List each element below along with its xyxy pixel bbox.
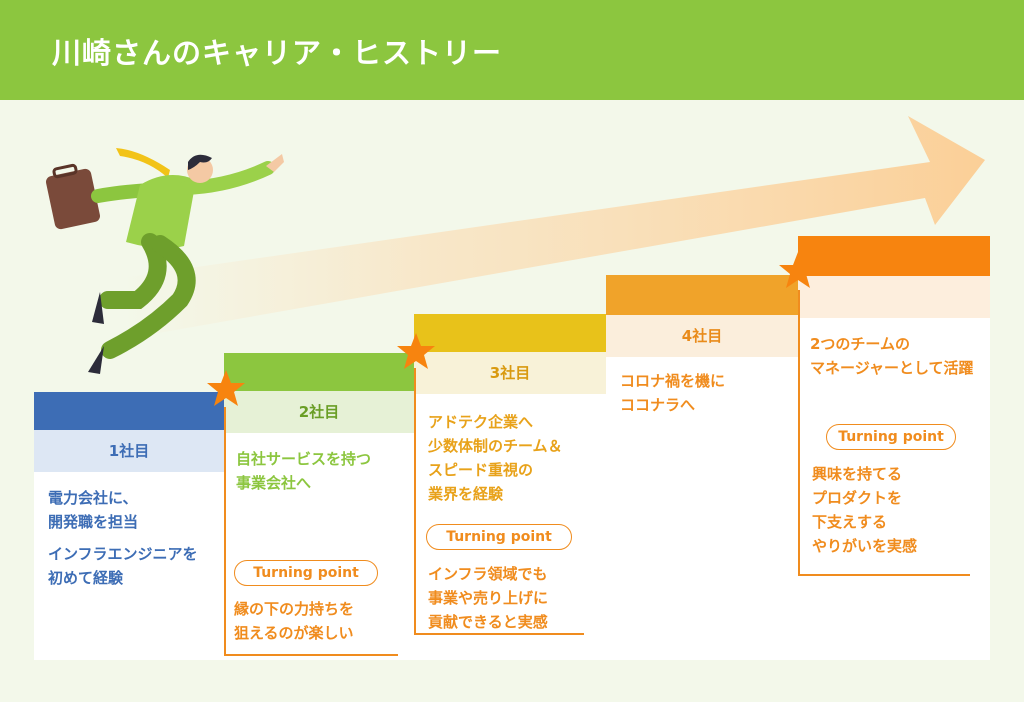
businessman-illustration xyxy=(46,148,284,374)
step-3-turning-line-2: 事業や売り上げに xyxy=(428,589,549,607)
step-4-line-1: コロナ禍を機に xyxy=(620,372,726,390)
step-2-line-2: 事業会社へ xyxy=(236,474,312,492)
step-5-line-1: 2つのチームの xyxy=(810,335,910,353)
step-1-extra-line-1: インフラエンジニアを xyxy=(48,545,198,563)
step-5-turning-point-badge: Turning point xyxy=(826,424,956,450)
step-5-turning-line-4: やりがいを実感 xyxy=(812,537,918,555)
turning-point-star-icon xyxy=(207,370,245,406)
step-3-turning-bracket xyxy=(414,368,416,634)
page-title: 川崎さんのキャリア・ヒストリー xyxy=(52,36,503,70)
step-3-line-1: アドテク企業へ xyxy=(428,413,534,431)
step-4-color-band xyxy=(606,275,798,315)
step-5-label-band xyxy=(798,276,990,318)
step-1-label: 1社目 xyxy=(34,430,224,472)
step-3-turning-point-badge: Turning point xyxy=(426,524,572,550)
step-5-card: 2つのチームの マネージャーとして活躍 Turning point 興味を持てる… xyxy=(798,236,990,660)
step-3-label: 3社目 xyxy=(414,352,606,394)
growth-arrow xyxy=(120,116,985,338)
step-4-label: 4社目 xyxy=(606,315,798,357)
turning-point-star-icon xyxy=(397,333,435,369)
step-1-color-band xyxy=(34,392,224,430)
step-1-line-1: 電力会社に、 xyxy=(48,489,138,507)
step-4-line-2: ココナラへ xyxy=(620,396,696,414)
turning-point-star-icon xyxy=(779,252,817,288)
step-3-turning-underline xyxy=(414,633,584,635)
step-2-line-1: 自社サービスを持つ xyxy=(236,450,372,468)
step-5-turning-line-2: プロダクトを xyxy=(812,489,903,507)
step-2-turning-bracket xyxy=(224,407,226,655)
step-3-line-2: 少数体制のチーム＆ xyxy=(428,437,563,455)
step-2-card: 2社目 自社サービスを持つ 事業会社へ Turning point 縁の下の力持… xyxy=(224,353,414,660)
step-3-line-4: 業界を経験 xyxy=(428,485,504,503)
step-1-card: 1社目 電力会社に、 開発職を担当 インフラエンジニアを 初めて経験 xyxy=(34,392,224,660)
step-5-turning-line-3: 下支えする xyxy=(812,513,888,531)
step-2-turning-underline xyxy=(224,654,398,656)
step-2-label: 2社目 xyxy=(224,391,414,433)
step-1-line-2: 開発職を担当 xyxy=(48,513,139,531)
step-3-turning-line-3: 貢献できると実感 xyxy=(428,613,548,631)
step-2-turning-point-badge: Turning point xyxy=(234,560,378,586)
step-2-color-band xyxy=(224,353,414,391)
step-3-turning-line-1: インフラ領域でも xyxy=(428,565,548,583)
header-bar: 川崎さんのキャリア・ヒストリー xyxy=(0,0,1024,100)
step-5-turning-bracket xyxy=(798,290,800,576)
step-3-color-band xyxy=(414,314,606,352)
step-5-turning-underline xyxy=(798,574,970,576)
step-5-turning-line-1: 興味を持てる xyxy=(812,465,903,483)
step-4-card: 4社目 コロナ禍を機に ココナラへ xyxy=(606,275,798,660)
step-5-line-2: マネージャーとして活躍 xyxy=(810,359,974,377)
step-2-turning-line-1: 縁の下の力持ちを xyxy=(234,600,355,618)
step-3-line-3: スピード重視の xyxy=(428,461,534,479)
step-3-card: 3社目 アドテク企業へ 少数体制のチーム＆ スピード重視の 業界を経験 Turn… xyxy=(414,314,606,660)
step-1-extra-line-2: 初めて経験 xyxy=(48,569,124,587)
step-5-color-band xyxy=(798,236,990,276)
step-2-turning-line-2: 狙えるのが楽しい xyxy=(234,624,354,642)
